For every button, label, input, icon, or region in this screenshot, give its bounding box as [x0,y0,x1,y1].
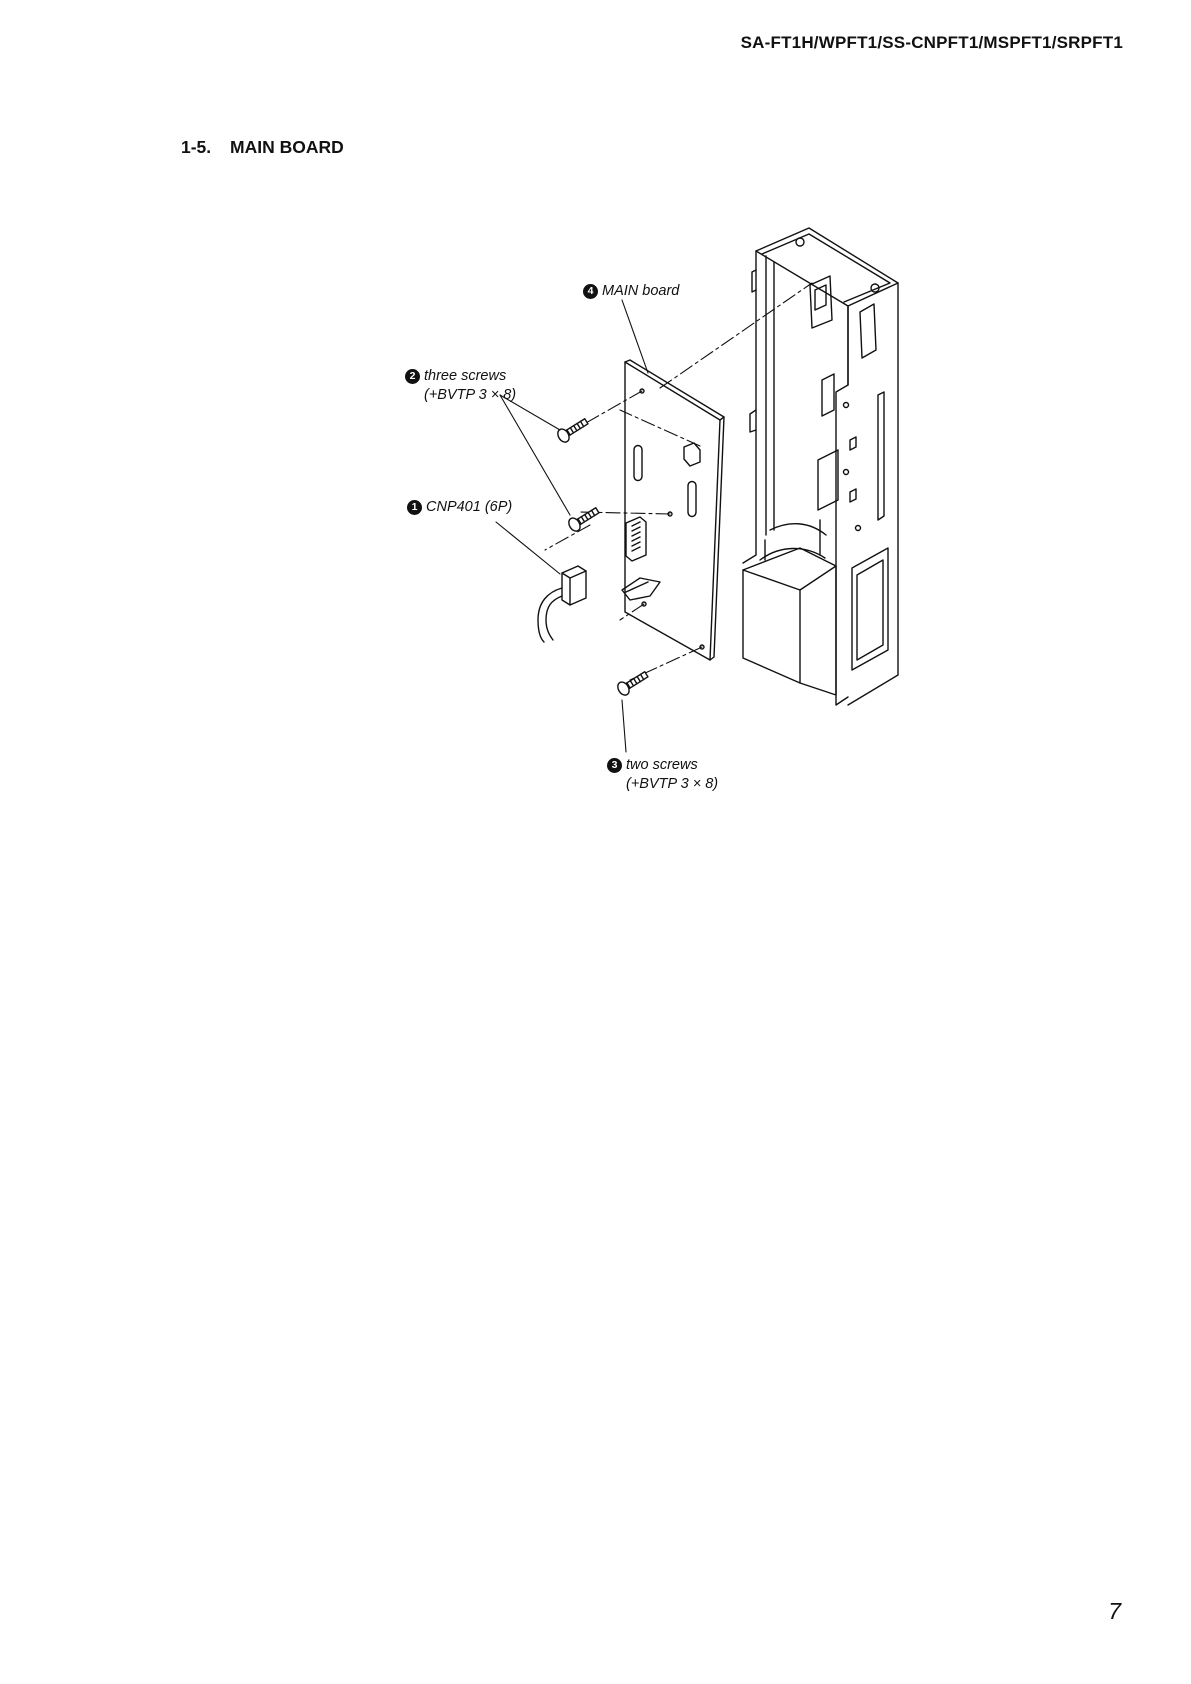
step-2-badge: 2 [405,369,420,384]
callout-text: MAIN board [602,283,679,299]
assembly-lines [545,283,812,680]
callout-main-board: 4 MAIN board [583,282,679,301]
step-3-badge: 3 [607,758,622,773]
page-number: 7 [1108,1598,1121,1625]
callout-text: CNP401 (6P) [426,499,512,515]
callout-text: three screws [424,368,506,384]
main-board [622,360,724,660]
cnp401-plug [538,566,586,642]
screws [556,415,651,697]
step-4-badge: 4 [583,284,598,299]
step-1-badge: 1 [407,500,422,515]
callout-two-screws: 3 two screws (+BVTP 3 × 8) [607,756,718,794]
callout-subtext: (+BVTP 3 × 8) [607,775,718,794]
callout-text: two screws [626,757,698,773]
callout-subtext: (+BVTP 3 × 8) [405,386,516,405]
chassis-frame [743,228,898,705]
callout-cnp401: 1 CNP401 (6P) [407,498,512,517]
callout-three-screws: 2 three screws (+BVTP 3 × 8) [405,367,516,405]
